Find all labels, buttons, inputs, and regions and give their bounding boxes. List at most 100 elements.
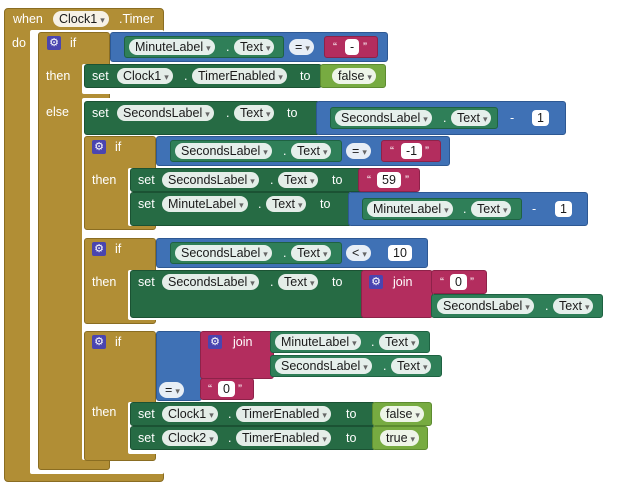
property-dropdown[interactable]: Text▾ bbox=[266, 196, 307, 212]
gear-icon[interactable]: ⚙ bbox=[92, 242, 106, 256]
chevron-down-icon: ▾ bbox=[415, 410, 420, 420]
chevron-down-icon: ▾ bbox=[423, 114, 428, 124]
dot-separator: . bbox=[258, 197, 262, 211]
property-dropdown[interactable]: Text▾ bbox=[234, 39, 275, 55]
number-field[interactable]: 1 bbox=[555, 201, 572, 217]
number-field[interactable]: 1 bbox=[532, 110, 549, 126]
chevron-down-icon: ▾ bbox=[309, 176, 315, 186]
minus-operator: - bbox=[510, 111, 515, 125]
operator-dropdown[interactable]: =▾ bbox=[159, 382, 184, 398]
gear-icon[interactable]: ⚙ bbox=[92, 335, 106, 349]
dot-separator: . bbox=[383, 359, 387, 373]
dot-separator: . bbox=[545, 299, 549, 313]
to-keyword: to bbox=[287, 106, 298, 120]
chevron-down-icon: ▾ bbox=[239, 200, 244, 210]
event-component-dropdown[interactable]: Clock1▾ bbox=[53, 11, 109, 27]
text-field[interactable]: 0 bbox=[450, 274, 467, 290]
if-keyword: if bbox=[115, 242, 122, 256]
to-keyword: to bbox=[346, 407, 357, 421]
do-keyword: do bbox=[12, 36, 26, 50]
operator-dropdown[interactable]: <▾ bbox=[346, 245, 371, 261]
property-dropdown[interactable]: Text▾ bbox=[278, 274, 319, 290]
gear-icon[interactable]: ⚙ bbox=[47, 36, 61, 50]
set-keyword: set bbox=[92, 69, 109, 83]
chevron-down-icon: ▾ bbox=[322, 434, 327, 444]
boolean-dropdown[interactable]: false▾ bbox=[332, 68, 376, 84]
dot-separator: . bbox=[443, 111, 447, 125]
component-dropdown[interactable]: Clock1▾ bbox=[117, 68, 173, 84]
operator-dropdown[interactable]: =▾ bbox=[346, 143, 371, 159]
if-keyword: if bbox=[70, 36, 77, 50]
property-dropdown[interactable]: TimerEnabled▾ bbox=[192, 68, 287, 84]
component-dropdown[interactable]: SecondsLabel▾ bbox=[175, 245, 272, 261]
chevron-down-icon: ▾ bbox=[205, 109, 210, 119]
chevron-down-icon: ▾ bbox=[263, 249, 268, 259]
event-name: .Timer bbox=[119, 12, 154, 26]
chevron-down-icon: ▾ bbox=[322, 410, 327, 420]
chevron-down-icon: ▾ bbox=[250, 278, 255, 288]
component-dropdown[interactable]: MinuteLabel▾ bbox=[129, 39, 215, 55]
component-dropdown[interactable]: SecondsLabel▾ bbox=[117, 105, 214, 121]
set-keyword: set bbox=[138, 173, 155, 187]
close-quote: ” bbox=[238, 382, 242, 396]
gear-icon[interactable]: ⚙ bbox=[208, 335, 222, 349]
gear-icon[interactable]: ⚙ bbox=[369, 275, 383, 289]
property-dropdown[interactable]: TimerEnabled▾ bbox=[236, 406, 331, 422]
dot-separator: . bbox=[226, 40, 230, 54]
property-dropdown[interactable]: TimerEnabled▾ bbox=[236, 430, 331, 446]
chevron-down-icon: ▾ bbox=[175, 386, 180, 396]
property-dropdown[interactable]: Text▾ bbox=[553, 298, 594, 314]
component-dropdown[interactable]: Clock1▾ bbox=[162, 406, 218, 422]
property-dropdown[interactable]: Text▾ bbox=[278, 172, 319, 188]
property-dropdown[interactable]: Text▾ bbox=[391, 358, 432, 374]
dot-separator: . bbox=[184, 69, 188, 83]
gear-icon[interactable]: ⚙ bbox=[92, 140, 106, 154]
property-dropdown[interactable]: Text▾ bbox=[379, 334, 420, 350]
set-keyword: set bbox=[92, 106, 109, 120]
then-keyword: then bbox=[92, 275, 117, 289]
property-dropdown[interactable]: Text▾ bbox=[451, 110, 492, 126]
component-dropdown[interactable]: SecondsLabel▾ bbox=[175, 143, 272, 159]
set-keyword: set bbox=[138, 431, 155, 445]
then-keyword: then bbox=[92, 173, 117, 187]
if-keyword: if bbox=[115, 140, 122, 154]
component-dropdown[interactable]: Clock2▾ bbox=[162, 430, 218, 446]
property-dropdown[interactable]: Text▾ bbox=[234, 105, 275, 121]
chevron-down-icon: ▾ bbox=[209, 434, 214, 444]
when-keyword: when bbox=[13, 12, 43, 26]
chevron-down-icon: ▾ bbox=[206, 43, 211, 53]
dot-separator: . bbox=[228, 407, 232, 421]
chevron-down-icon: ▾ bbox=[410, 434, 416, 444]
chevron-down-icon: ▾ bbox=[444, 205, 449, 215]
component-dropdown[interactable]: MinuteLabel▾ bbox=[275, 334, 361, 350]
component-dropdown[interactable]: SecondsLabel▾ bbox=[275, 358, 372, 374]
component-dropdown[interactable]: SecondsLabel▾ bbox=[162, 172, 259, 188]
chevron-down-icon: ▾ bbox=[322, 147, 328, 157]
component-dropdown[interactable]: SecondsLabel▾ bbox=[162, 274, 259, 290]
component-dropdown[interactable]: MinuteLabel▾ bbox=[367, 201, 453, 217]
number-field[interactable]: 10 bbox=[388, 245, 412, 261]
component-dropdown[interactable]: SecondsLabel▾ bbox=[437, 298, 534, 314]
chevron-down-icon: ▾ bbox=[352, 338, 357, 348]
boolean-dropdown[interactable]: true▾ bbox=[380, 430, 420, 446]
component-dropdown[interactable]: SecondsLabel▾ bbox=[335, 110, 432, 126]
text-field[interactable]: 59 bbox=[377, 172, 401, 188]
chevron-down-icon: ▾ bbox=[502, 205, 508, 215]
join-block-1[interactable] bbox=[361, 270, 433, 318]
if-keyword: if bbox=[115, 335, 122, 349]
property-dropdown[interactable]: Text▾ bbox=[471, 201, 512, 217]
component-dropdown[interactable]: MinuteLabel▾ bbox=[162, 196, 248, 212]
boolean-dropdown[interactable]: false▾ bbox=[380, 406, 424, 422]
text-field[interactable]: 0 bbox=[218, 381, 235, 397]
close-quote: ” bbox=[363, 40, 367, 54]
text-field[interactable]: -1 bbox=[401, 143, 423, 159]
join-keyword: join bbox=[233, 335, 253, 349]
operator-dropdown[interactable]: =▾ bbox=[289, 39, 314, 55]
chevron-down-icon: ▾ bbox=[297, 200, 303, 210]
text-field[interactable]: - bbox=[345, 39, 360, 55]
property-dropdown[interactable]: Text▾ bbox=[291, 143, 332, 159]
dot-separator: . bbox=[270, 173, 274, 187]
property-dropdown[interactable]: Text▾ bbox=[291, 245, 332, 261]
open-quote: “ bbox=[440, 275, 444, 289]
set-keyword: set bbox=[138, 407, 155, 421]
